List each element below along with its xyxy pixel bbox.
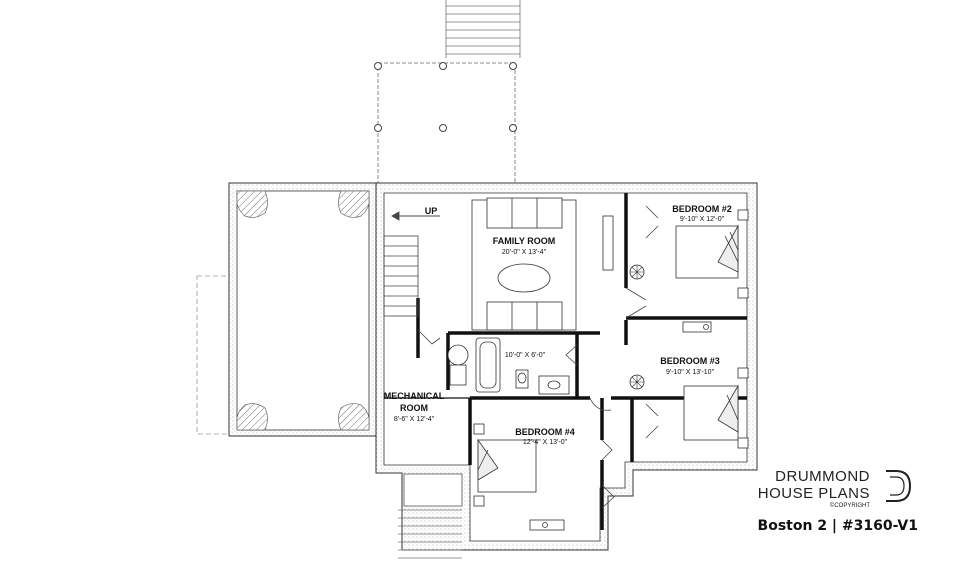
bedroom4-furniture: [473, 423, 565, 531]
brand-name-line1: DRUMMOND: [775, 468, 870, 485]
bath-dims: 10'-0" X 6'-0": [505, 352, 546, 359]
deck: [374, 62, 517, 186]
stair-up-label: UP: [425, 206, 438, 216]
family-room-name: FAMILY ROOM: [493, 236, 556, 246]
bedroom4-dims: 12'-4" X 13'-0": [523, 439, 568, 446]
plan-title: Boston 2 | #3160-V1: [757, 518, 918, 534]
bedroom3-dims: 9'-10" X 13'-10": [666, 369, 715, 376]
bedroom3-name: BEDROOM #3: [660, 356, 720, 366]
bedroom2-dims: 9'-10" X 12'-0": [680, 216, 725, 223]
family-room-furniture: [471, 197, 614, 331]
mechanical-name-line2: ROOM: [400, 403, 428, 413]
bedroom2-name: BEDROOM #2: [672, 204, 732, 214]
mechanical-dims: 8'-6" X 12'-4": [394, 416, 435, 423]
interior-stair: [383, 211, 440, 317]
bathroom-fixtures: [475, 337, 570, 395]
brand-block: DRUMMOND HOUSE PLANS ©COPYRIGHT Boston 2…: [752, 467, 952, 537]
brand-logo-icon: [886, 470, 912, 502]
brand-copyright: ©COPYRIGHT: [829, 503, 870, 509]
mechanical-equipment: [447, 344, 469, 386]
bedroom3-furniture: [629, 321, 749, 449]
mechanical-name-line1: MECHANICAL: [384, 391, 445, 401]
bedroom2-furniture: [629, 209, 749, 299]
bedroom4-name: BEDROOM #4: [515, 427, 575, 437]
brand-name-line2: HOUSE PLANS: [757, 485, 870, 502]
doors: [417, 205, 659, 509]
family-room-dims: 20'-0" X 13'-4": [502, 249, 547, 256]
exterior-stair-top: [445, 0, 521, 58]
exterior-stair-bottom: [398, 473, 463, 559]
unexcavated-area: [196, 182, 378, 437]
